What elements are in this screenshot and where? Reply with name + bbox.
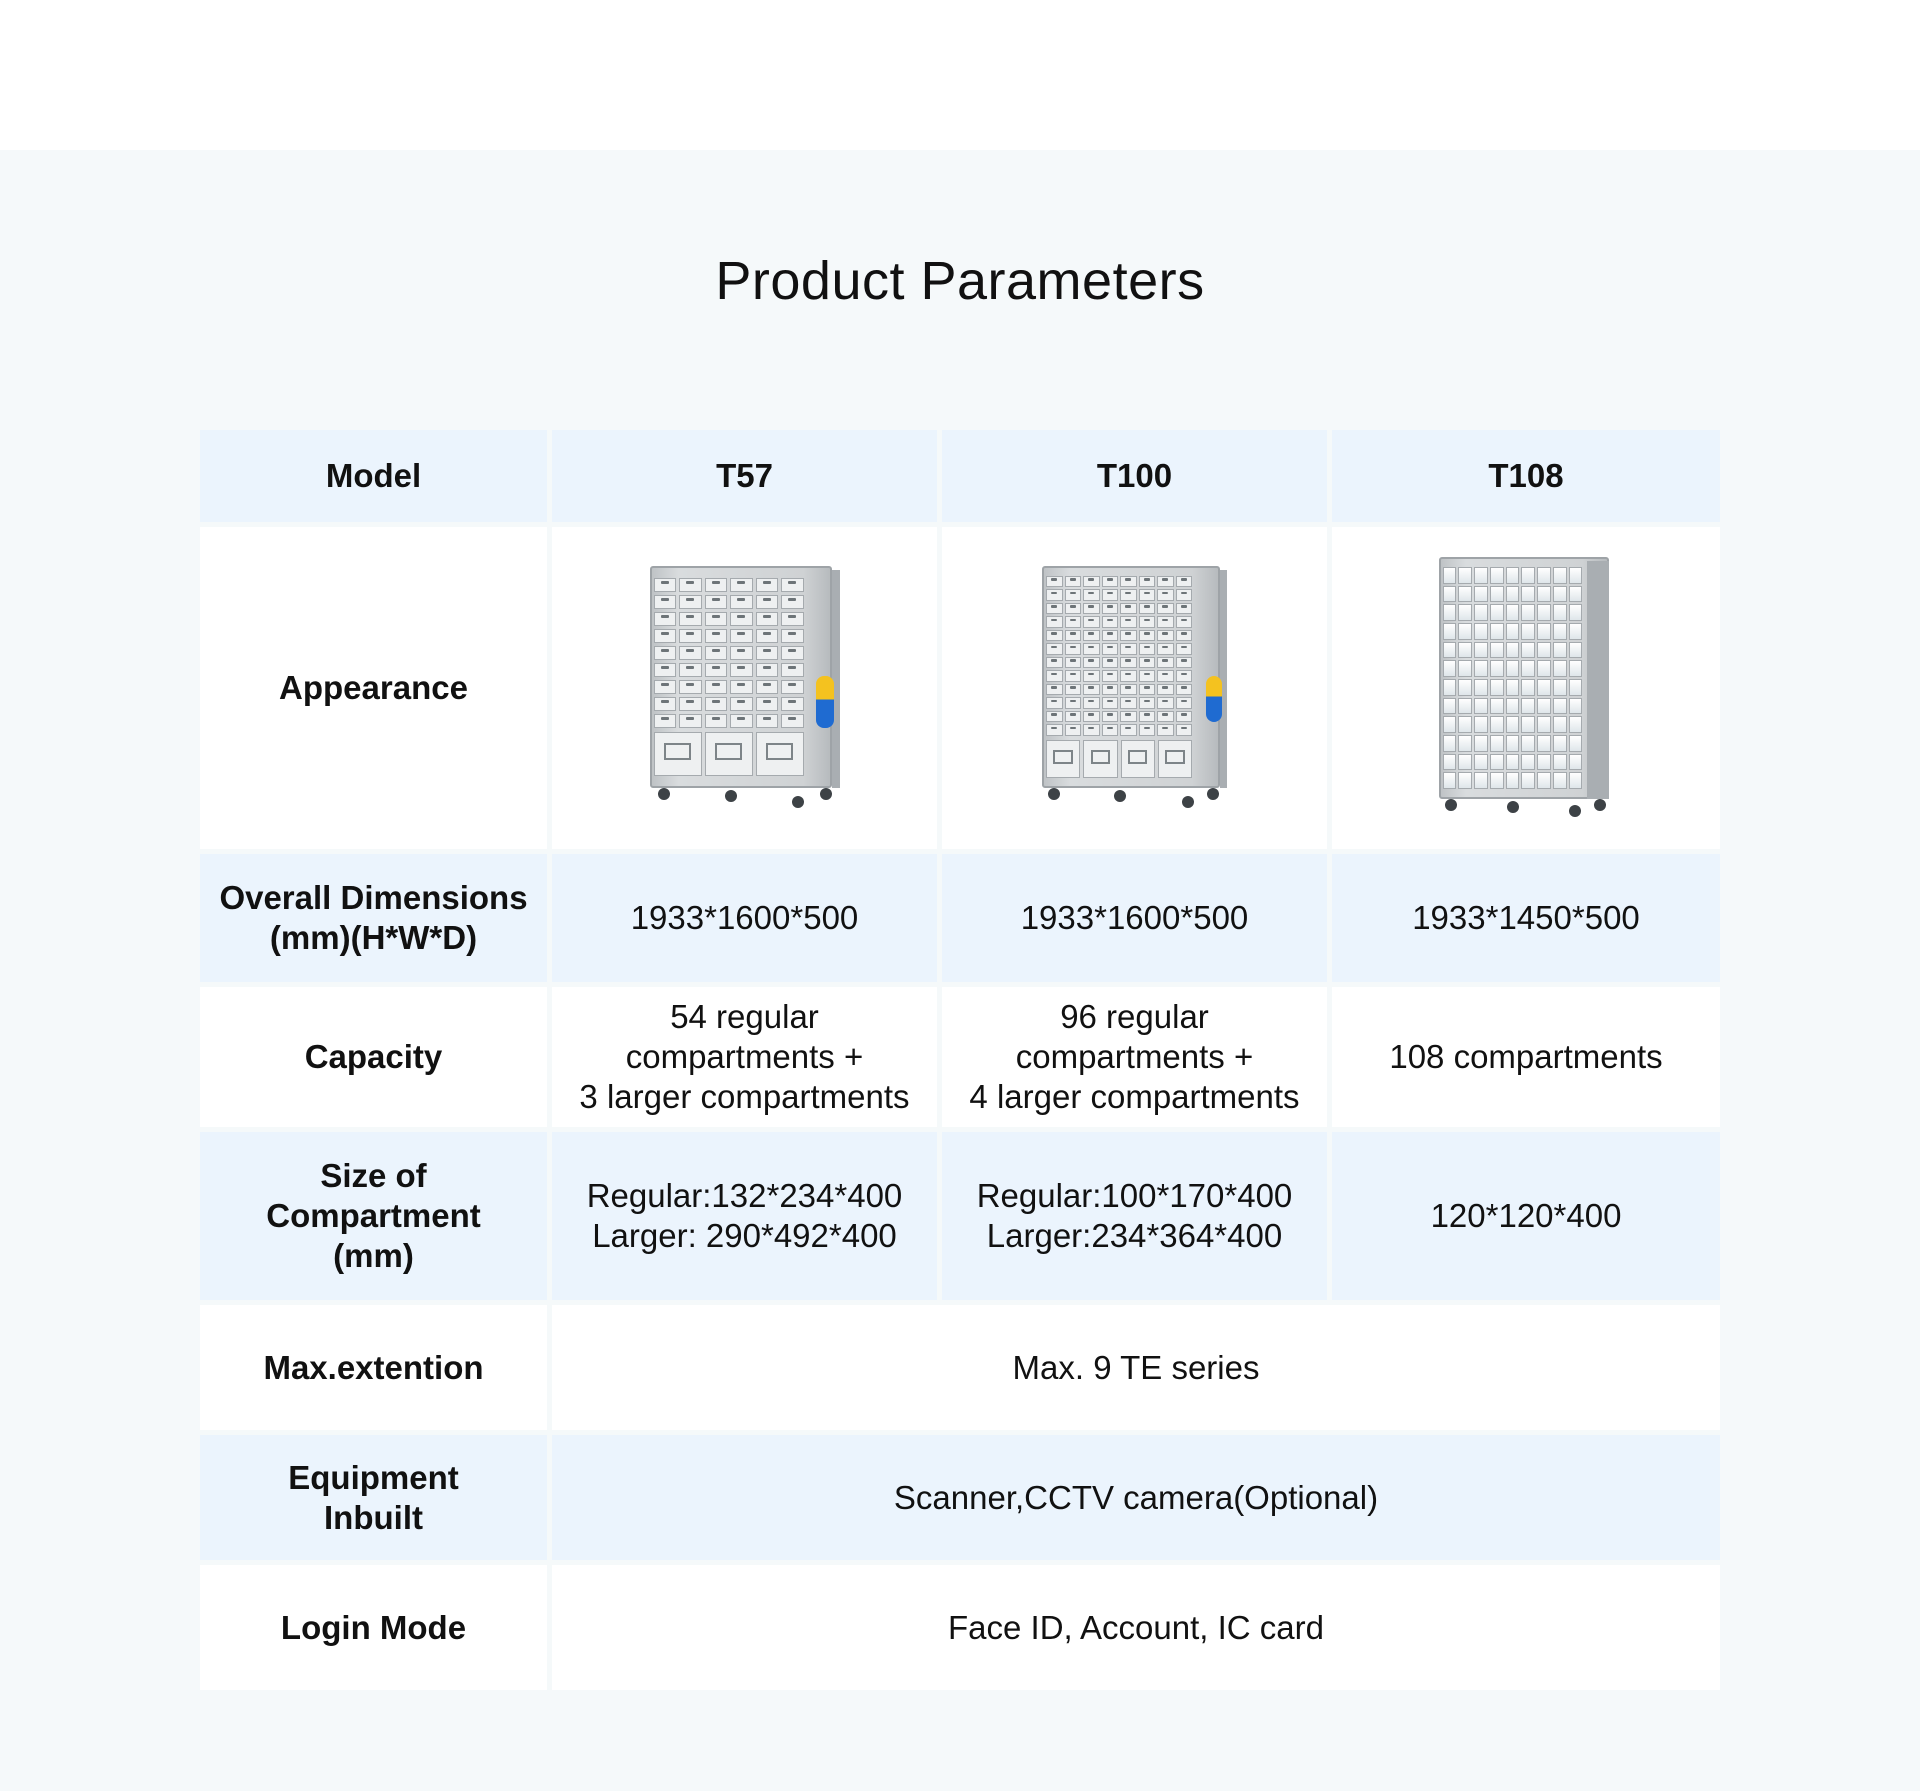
table-row: Max.extention Max. 9 TE series: [200, 1305, 1720, 1430]
locker-t100-image: [1042, 565, 1227, 811]
table-row: Size of Compartment (mm) Regular:132*234…: [200, 1132, 1720, 1300]
equipment-value: Scanner,CCTV camera(Optional): [552, 1435, 1720, 1560]
dimensions-t57: 1933*1600*500: [552, 854, 937, 982]
capacity-t57: 54 regular compartments + 3 larger compa…: [552, 987, 937, 1127]
header-model-label: Model: [200, 430, 547, 522]
table-row: Equipment Inbuilt Scanner,CCTV camera(Op…: [200, 1435, 1720, 1560]
compartment-size-t57: Regular:132*234*400 Larger: 290*492*400: [552, 1132, 937, 1300]
locker-t57-image: [649, 565, 840, 811]
table-row: Capacity 54 regular compartments + 3 lar…: [200, 987, 1720, 1127]
capacity-t100: 96 regular compartments + 4 larger compa…: [942, 987, 1327, 1127]
capacity-t108: 108 compartments: [1332, 987, 1720, 1127]
locker-t108-image: [1438, 557, 1614, 819]
login-mode-label: Login Mode: [200, 1565, 547, 1690]
compartment-size-t100: Regular:100*170*400 Larger:234*364*400: [942, 1132, 1327, 1300]
table-row: Login Mode Face ID, Account, IC card: [200, 1565, 1720, 1690]
max-extension-value: Max. 9 TE series: [552, 1305, 1720, 1430]
table-row: Overall Dimensions (mm)(H*W*D) 1933*1600…: [200, 854, 1720, 982]
table-row: Appearance: [200, 527, 1720, 849]
parameters-table: Model T57 T100 T108 Appearance: [200, 430, 1720, 1695]
capacity-label: Capacity: [200, 987, 547, 1127]
equipment-label: Equipment Inbuilt: [200, 1435, 547, 1560]
table-row: Model T57 T100 T108: [200, 430, 1720, 522]
page-title: Product Parameters: [715, 251, 1205, 311]
appearance-t100-cell: [942, 527, 1327, 849]
appearance-label: Appearance: [200, 527, 547, 849]
appearance-t57-cell: [552, 527, 937, 849]
compartment-size-t108: 120*120*400: [1332, 1132, 1720, 1300]
header-model-t57: T57: [552, 430, 937, 522]
dimensions-label: Overall Dimensions (mm)(H*W*D): [200, 854, 547, 982]
max-extension-label: Max.extention: [200, 1305, 547, 1430]
dimensions-t108: 1933*1450*500: [1332, 854, 1720, 982]
header-model-t100: T100: [942, 430, 1327, 522]
header-model-t108: T108: [1332, 430, 1720, 522]
dimensions-t100: 1933*1600*500: [942, 854, 1327, 982]
login-mode-value: Face ID, Account, IC card: [552, 1565, 1720, 1690]
compartment-size-label: Size of Compartment (mm): [200, 1132, 547, 1300]
appearance-t108-cell: [1332, 527, 1720, 849]
